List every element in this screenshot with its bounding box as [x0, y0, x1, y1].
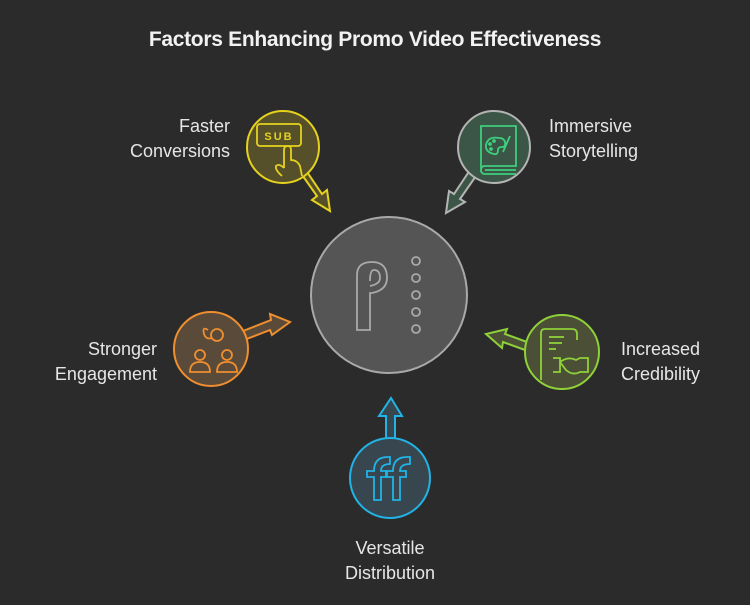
label-line-2: Storytelling [549, 141, 639, 161]
label-immersive-storytelling: Immersive Storytelling [549, 114, 729, 164]
label-line-1: Faster [178, 116, 230, 136]
svg-text:SUB: SUB [264, 131, 293, 143]
center-node [310, 216, 468, 374]
label-stronger-engagement: Stronger Engagement [0, 337, 157, 387]
node-increased-credibility [483, 314, 600, 390]
people-connection-icon [189, 327, 238, 373]
label-line-1: Versatile [355, 538, 425, 558]
label-versatile-distribution: Versatile Distribution [290, 536, 490, 586]
label-line-2: Engagement [54, 364, 157, 384]
label-line-2: Conversions [129, 141, 230, 161]
label-increased-credibility: Increased Credibility [621, 337, 750, 387]
ff-logo-icon [366, 456, 411, 501]
contract-handshake-icon [540, 328, 589, 380]
pipedrive-p-icon [356, 256, 421, 334]
node-faster-conversions: SUB [246, 110, 332, 213]
node-versatile-distribution [349, 396, 431, 519]
label-line-1: Stronger [87, 339, 157, 359]
art-book-icon [480, 125, 517, 175]
diagram-title: Factors Enhancing Promo Video Effectiven… [148, 28, 602, 51]
label-line-2: Distribution [344, 563, 436, 583]
label-line-2: Credibility [621, 364, 701, 384]
label-faster-conversions: Faster Conversions [80, 114, 230, 164]
label-line-1: Immersive [549, 116, 633, 136]
subscribe-click-icon: SUB [256, 123, 303, 177]
label-line-1: Increased [621, 339, 701, 359]
node-stronger-engagement [173, 311, 293, 387]
node-immersive-storytelling [444, 110, 531, 215]
